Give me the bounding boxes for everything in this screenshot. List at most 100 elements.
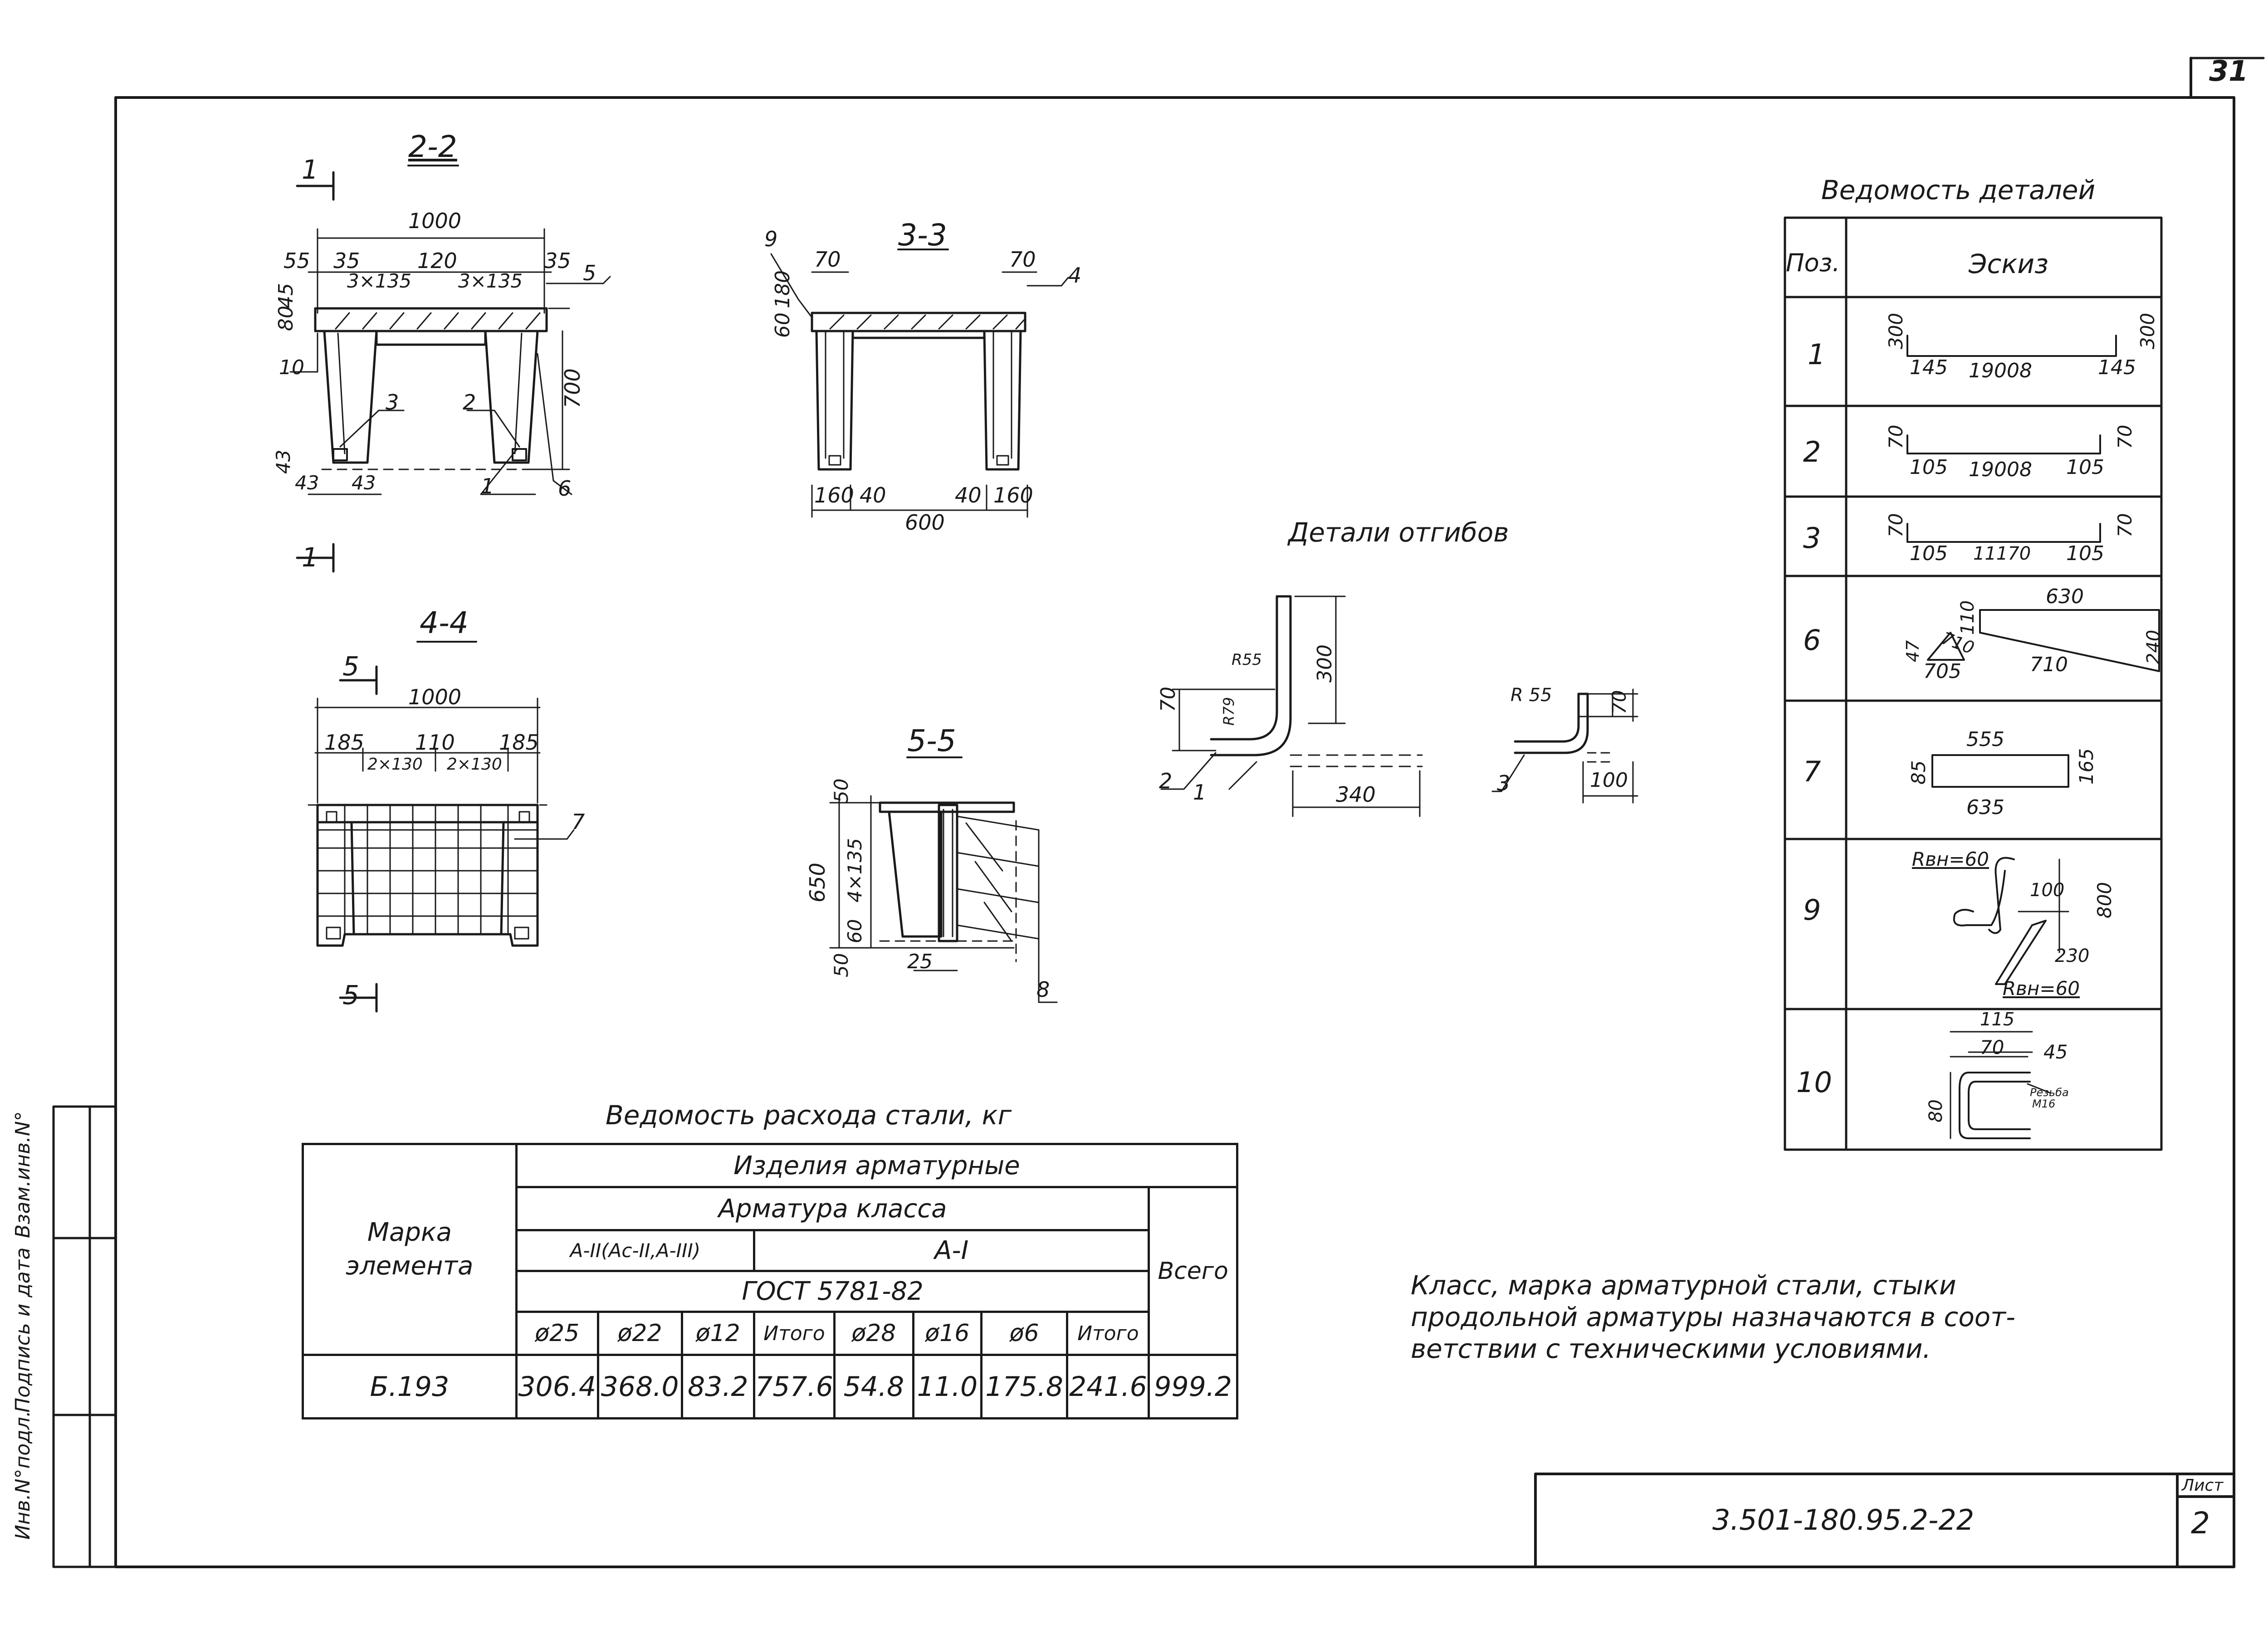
bend-pos-1: 1 xyxy=(1193,780,1207,805)
details-pos-2: 2 xyxy=(1803,435,1821,468)
steel-row-mark: Б.193 xyxy=(302,1354,518,1419)
pos-3-label: 3 xyxy=(386,390,399,415)
steel-header-a2: A-II(Ac-II,A-III) xyxy=(515,1229,756,1272)
dim-110: 110 xyxy=(415,730,455,755)
steel-col-subtotal-a1: Итого xyxy=(1066,1311,1150,1356)
pos-1-label: 1 xyxy=(481,474,494,498)
dim-43c: 43 xyxy=(352,472,376,494)
steel-col-d25: ø25 xyxy=(515,1311,599,1356)
dim-50b: 50 xyxy=(830,953,852,977)
steel-header-class: Арматура класса xyxy=(515,1186,1150,1231)
d9-800: 800 xyxy=(2093,882,2116,918)
pos-8-label: 8 xyxy=(1036,977,1050,1002)
steel-header-mark: Марка элемента xyxy=(302,1143,518,1356)
details-table-title: Ведомость деталей xyxy=(1821,175,2096,205)
bend-dim-r55: R55 xyxy=(1232,651,1262,669)
steel-val-d25: 306.4 xyxy=(515,1354,599,1419)
d7-555: 555 xyxy=(1966,728,2004,751)
d7-85: 85 xyxy=(1907,760,1930,785)
d1-145a: 145 xyxy=(1910,356,1948,379)
d1-300a: 300 xyxy=(1885,312,1907,349)
d9-rvn-b: Rвн=60 xyxy=(2003,977,2080,1000)
d10-80: 80 xyxy=(1926,1099,1946,1122)
dim-70a: 70 xyxy=(814,247,841,272)
dim-35b: 35 xyxy=(544,249,571,273)
bend2-dim-r55: R 55 xyxy=(1510,685,1552,706)
dim-2x130b: 2×130 xyxy=(447,755,502,774)
section-2-2-cut-bottom: 1 xyxy=(302,542,318,573)
section-2-2-cut-top: 1 xyxy=(302,154,318,185)
d2-19008: 19008 xyxy=(1969,458,2032,481)
dim-50a: 50 xyxy=(830,778,852,803)
steel-col-d22: ø22 xyxy=(596,1311,683,1356)
note-line-2: продольной арматуры назначаются в соот- xyxy=(1411,1302,2016,1332)
pos-6-label: 6 xyxy=(558,476,572,501)
dim-160a: 160 xyxy=(814,483,854,507)
dim-43a: 43 xyxy=(272,449,294,474)
d6-710b: 710 xyxy=(2030,653,2068,676)
bend2-dim-70: 70 xyxy=(1608,690,1630,714)
details-pos-10: 10 xyxy=(1796,1066,1832,1099)
d2-105a: 105 xyxy=(1910,456,1948,479)
dim-25: 25 xyxy=(907,950,933,973)
d10-thread: Резьба xyxy=(2030,1086,2069,1099)
d2-70b: 70 xyxy=(2114,424,2136,449)
section-5-5-title: 5-5 xyxy=(907,723,956,758)
d6-630: 630 xyxy=(2046,585,2084,608)
section-4-4-cut-top: 5 xyxy=(342,651,359,682)
steel-val-subtotal-a2: 757.6 xyxy=(753,1354,836,1419)
steel-header-mark-text: Марка элемента xyxy=(346,1218,474,1281)
bend2-pos-3: 3 xyxy=(1497,771,1510,795)
d3-70b: 70 xyxy=(2114,513,2136,537)
d6-705: 705 xyxy=(1923,660,1961,683)
steel-val-total: 999.2 xyxy=(1148,1354,1238,1419)
dim-3x135b: 3×135 xyxy=(458,270,523,292)
dim-60: 60 xyxy=(771,312,794,338)
d3-105b: 105 xyxy=(2066,542,2104,565)
details-pos-1: 1 xyxy=(1808,338,1826,371)
dim-3x135a: 3×135 xyxy=(347,270,412,292)
dim-55: 55 xyxy=(284,249,310,273)
d10-70: 70 xyxy=(1980,1036,2004,1058)
d1-300b: 300 xyxy=(2136,312,2159,349)
dim-185a: 185 xyxy=(324,730,364,755)
d9-230: 230 xyxy=(2055,946,2090,966)
steel-val-d12: 83.2 xyxy=(680,1354,756,1419)
steel-val-d6: 175.8 xyxy=(980,1354,1069,1419)
d6-110: 110 xyxy=(1957,600,1978,635)
dim-650: 650 xyxy=(805,863,830,902)
d9-100: 100 xyxy=(2030,880,2065,901)
steel-col-d16: ø16 xyxy=(912,1311,982,1356)
dim-1000: 1000 xyxy=(408,209,462,233)
detail-sketches xyxy=(1906,335,2160,1139)
bend-details-drawing xyxy=(1160,595,1638,817)
sheet-label: Лист xyxy=(2182,1476,2224,1495)
side-label-signature: Подпись и дата xyxy=(11,1247,34,1413)
d3-11170: 11170 xyxy=(1973,543,2031,564)
section-4-4-cut-bottom: 5 xyxy=(342,980,359,1010)
d10-115: 115 xyxy=(1980,1009,2015,1030)
section-2-2-drawing xyxy=(289,165,611,573)
details-pos-6: 6 xyxy=(1803,624,1821,657)
steel-table-title: Ведомость расхода стали, кг xyxy=(606,1100,1012,1131)
steel-val-d16: 11.0 xyxy=(912,1354,982,1419)
note-line-1: Класс, марка арматурной стали, стыки xyxy=(1411,1270,1956,1301)
dim-2x130a: 2×130 xyxy=(367,755,423,774)
steel-col-d6: ø6 xyxy=(980,1311,1069,1356)
sheet-number-top: 31 xyxy=(2209,54,2248,88)
dim-700: 700 xyxy=(560,368,585,408)
steel-header-total: Всего xyxy=(1148,1186,1238,1356)
dim-40a: 40 xyxy=(860,483,886,507)
d3-70a: 70 xyxy=(1885,513,1907,537)
title-block xyxy=(1534,1473,2235,1568)
pos-5-label: 5 xyxy=(583,261,596,285)
section-4-4-drawing xyxy=(308,641,575,1013)
d7-635: 635 xyxy=(1966,796,2004,819)
bend-details-title: Детали отгибов xyxy=(1288,517,1509,548)
section-3-3-title: 3-3 xyxy=(898,218,947,253)
dim-600: 600 xyxy=(905,510,945,535)
steel-col-d28: ø28 xyxy=(833,1311,915,1356)
d1-19008: 19008 xyxy=(1969,359,2032,382)
dim-4x135: 4×135 xyxy=(844,838,866,902)
steel-val-subtotal-a1: 241.6 xyxy=(1066,1354,1150,1419)
